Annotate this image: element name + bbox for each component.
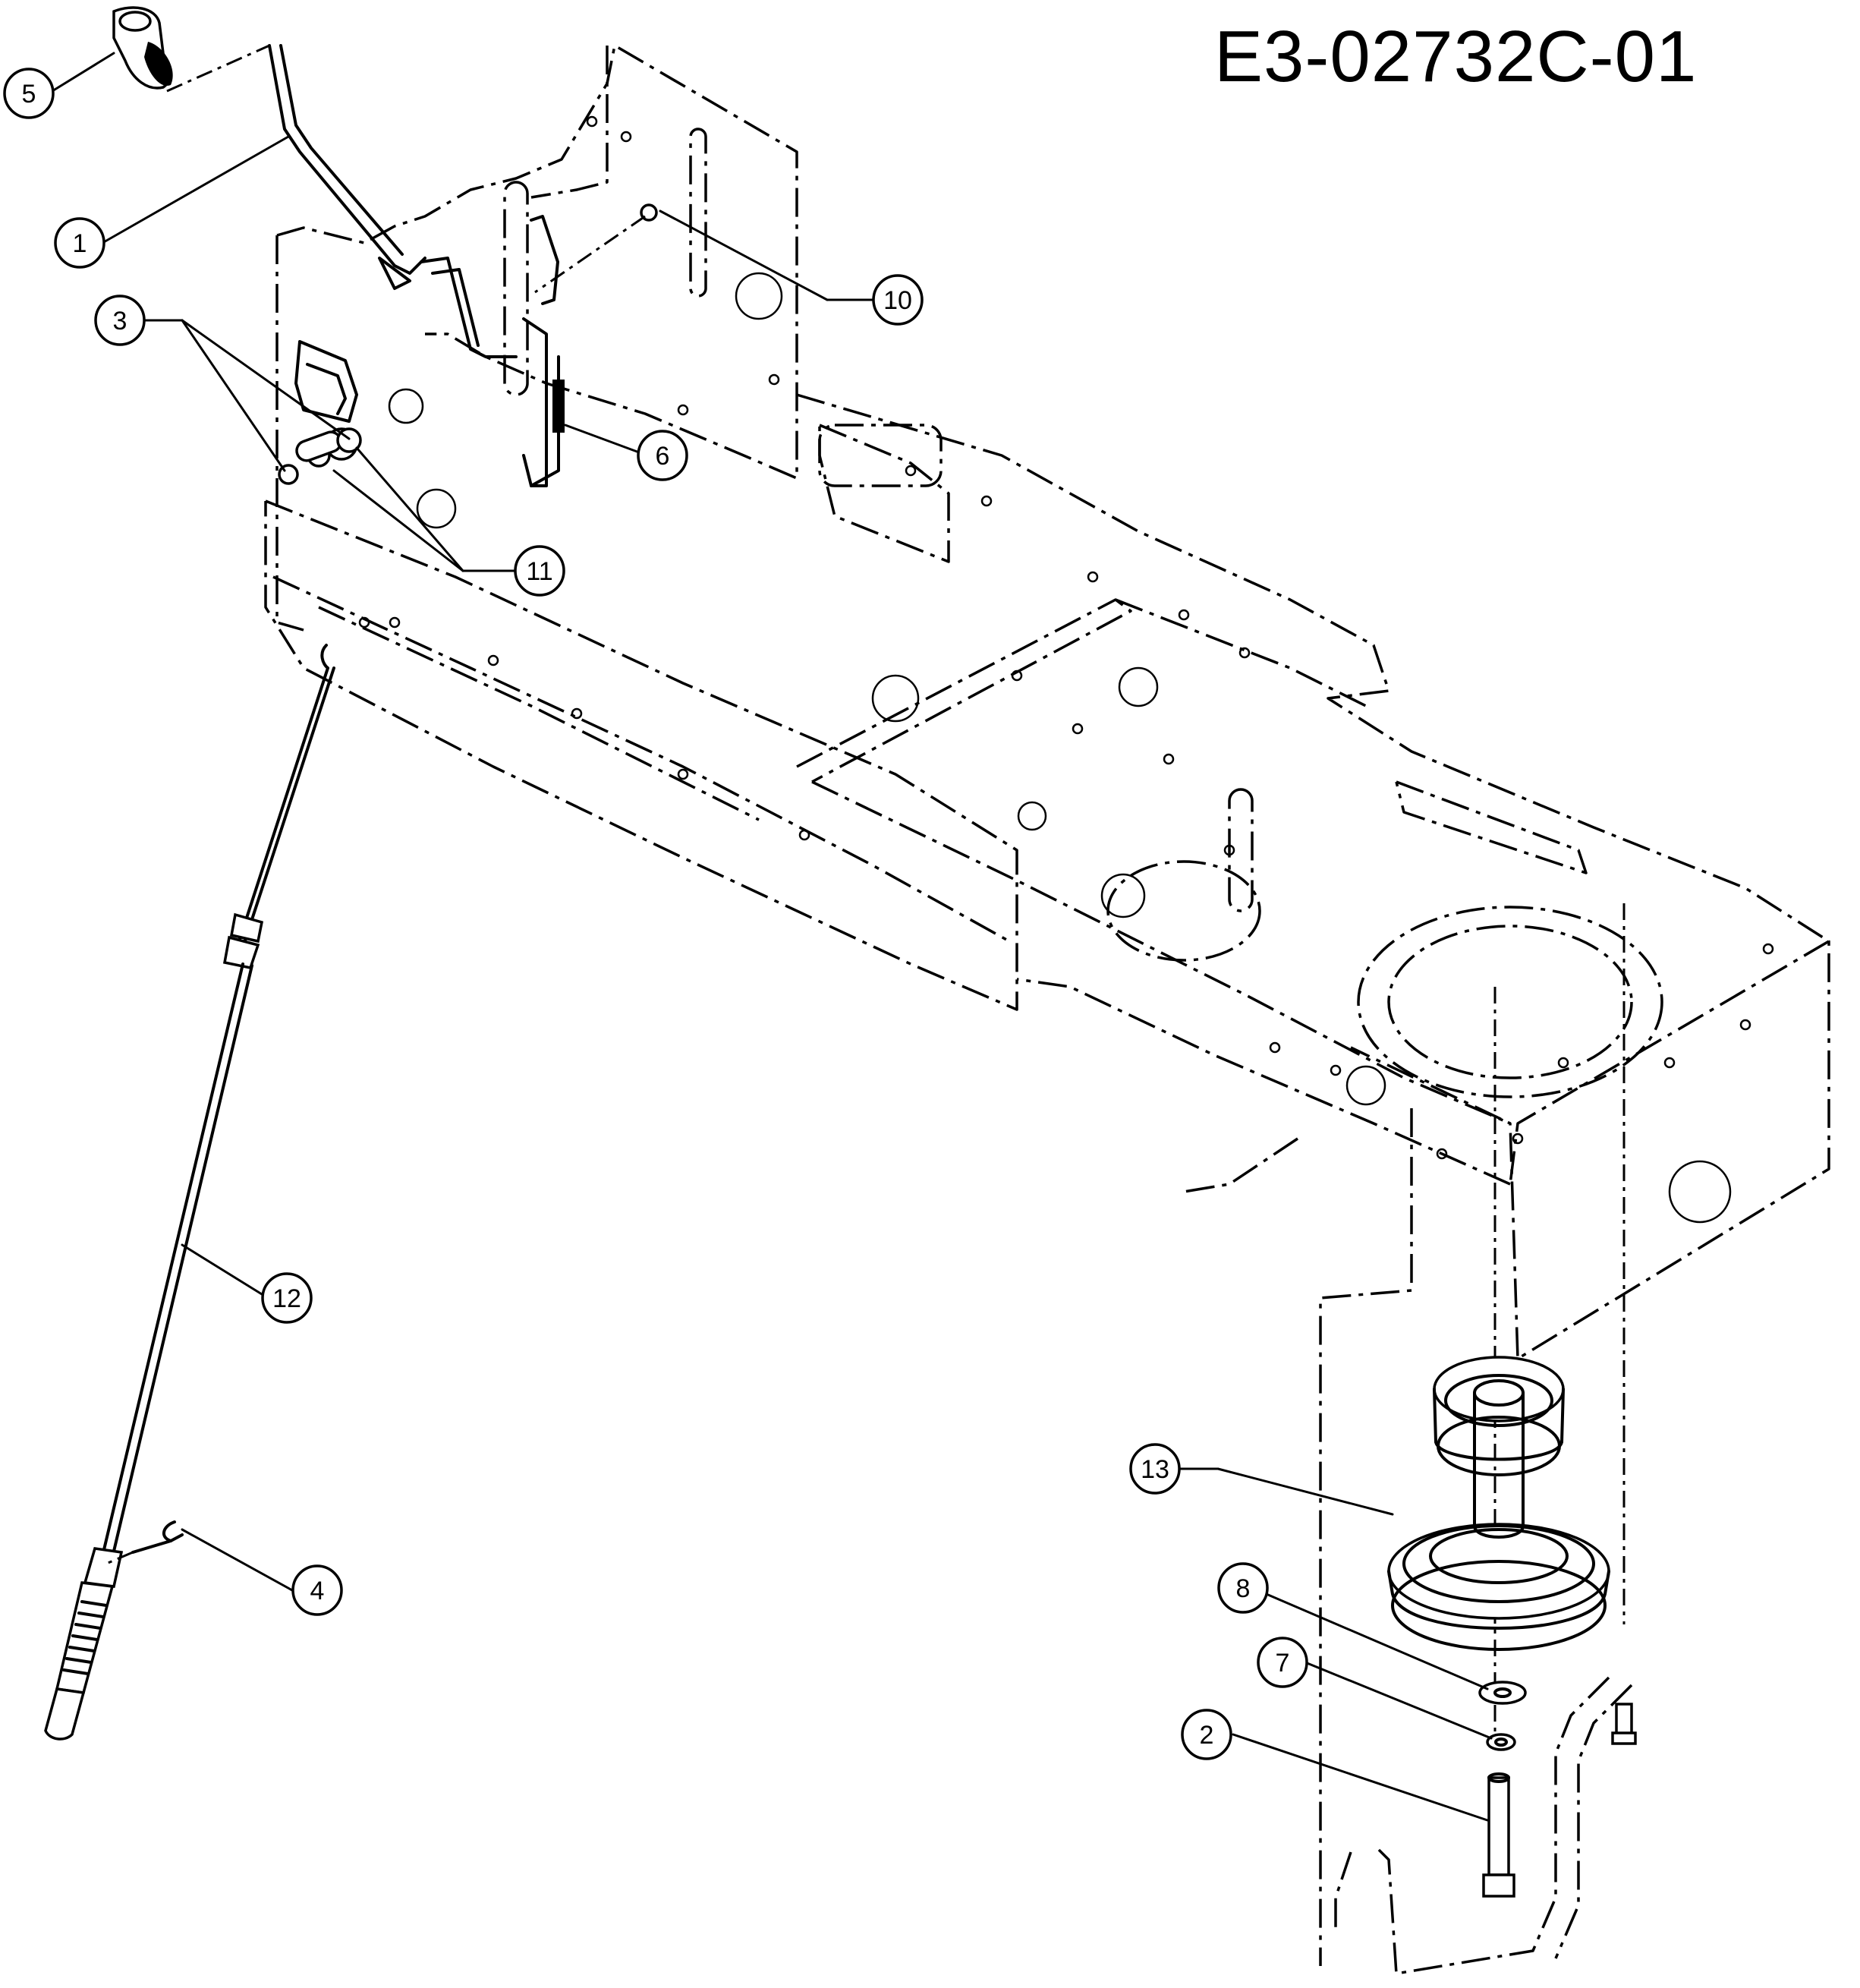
part-10-bolt [534,203,658,294]
callout-label: 11 [526,557,552,586]
callout-1: 1 [54,217,105,269]
part-12-lift-rod [44,644,335,1741]
callout-label: 5 [22,80,36,109]
part-13-pulley [1387,1356,1610,1651]
callout-label: 8 [1236,1574,1251,1603]
callout-7: 7 [1257,1637,1308,1688]
callout-6: 6 [637,430,688,481]
callout-label: 2 [1200,1721,1214,1750]
callout-label: 7 [1276,1649,1290,1678]
part-2-bolt [1482,1772,1515,1898]
callout-11: 11 [514,545,565,597]
callout-13: 13 [1129,1443,1181,1495]
part-1-lever-handle [268,44,518,358]
callout-5: 5 [3,68,55,119]
callout-label: 6 [656,442,670,471]
part-8-washer [1478,1681,1527,1705]
diagram-code: E3-02732C-01 [1214,16,1698,97]
part-7-lock-washer [1486,1733,1516,1751]
part-5-grip [112,6,270,93]
part-4-cotter-pin [105,1520,184,1565]
callout-label: 4 [310,1577,325,1605]
callout-3: 3 [94,295,146,346]
frame-details [358,115,1774,1224]
callout-label: 1 [73,229,87,258]
callout-label: 3 [113,307,127,336]
callout-label: 12 [272,1284,301,1313]
callout-12: 12 [261,1272,313,1324]
lever-bracket [294,215,559,487]
callout-label: 13 [1141,1455,1169,1484]
callout-label: 10 [883,286,912,315]
part-6-spring [530,355,565,487]
frame-outline [264,44,1830,1975]
callout-8: 8 [1217,1562,1269,1614]
callout-10: 10 [872,274,924,326]
leader-lines [47,52,1493,1822]
callout-4: 4 [291,1564,343,1616]
callout-2: 2 [1181,1709,1232,1760]
rod-bolt [1611,1703,1637,1745]
